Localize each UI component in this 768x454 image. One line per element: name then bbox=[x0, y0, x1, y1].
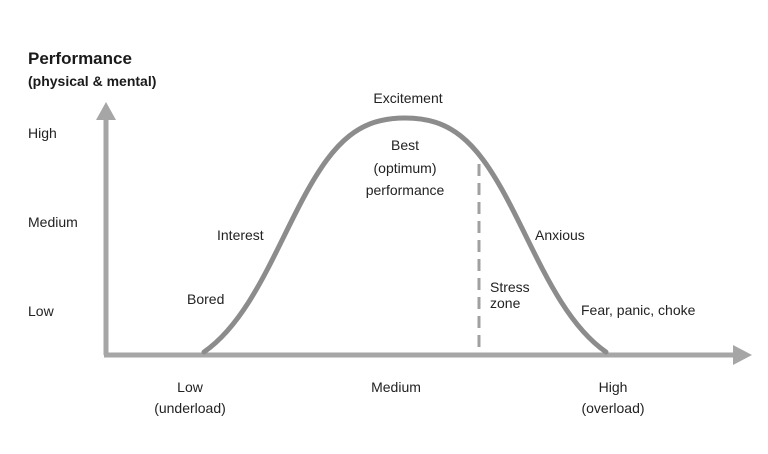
label-excitement: Excitement bbox=[373, 90, 443, 106]
label-fear: Fear, panic, choke bbox=[581, 302, 696, 318]
y-tick-low: Low bbox=[28, 303, 54, 319]
label-best-line2: (optimum) bbox=[373, 160, 437, 176]
label-interest: Interest bbox=[217, 227, 264, 243]
x-tick-high-line1: High bbox=[598, 379, 628, 395]
x-tick-low-line2: (underload) bbox=[154, 400, 226, 416]
performance-curve bbox=[201, 115, 609, 355]
y-axis-subtitle: (physical & mental) bbox=[28, 73, 157, 89]
label-best-line3: performance bbox=[365, 182, 445, 198]
x-tick-medium: Medium bbox=[371, 379, 421, 395]
x-tick-high-line2: (overload) bbox=[581, 400, 645, 416]
y-axis-arrow-icon bbox=[96, 102, 116, 120]
label-stress-line2: zone bbox=[490, 295, 521, 311]
label-bored: Bored bbox=[187, 291, 225, 307]
label-stress-line1: Stress bbox=[490, 279, 530, 295]
y-tick-high: High bbox=[28, 125, 57, 141]
x-tick-low-line1: Low bbox=[177, 379, 203, 395]
label-anxious: Anxious bbox=[535, 227, 585, 243]
y-tick-medium: Medium bbox=[28, 214, 78, 230]
x-axis-arrow-icon bbox=[733, 345, 752, 365]
label-best-line1: Best bbox=[390, 137, 420, 153]
y-axis-title: Performance bbox=[28, 49, 132, 68]
